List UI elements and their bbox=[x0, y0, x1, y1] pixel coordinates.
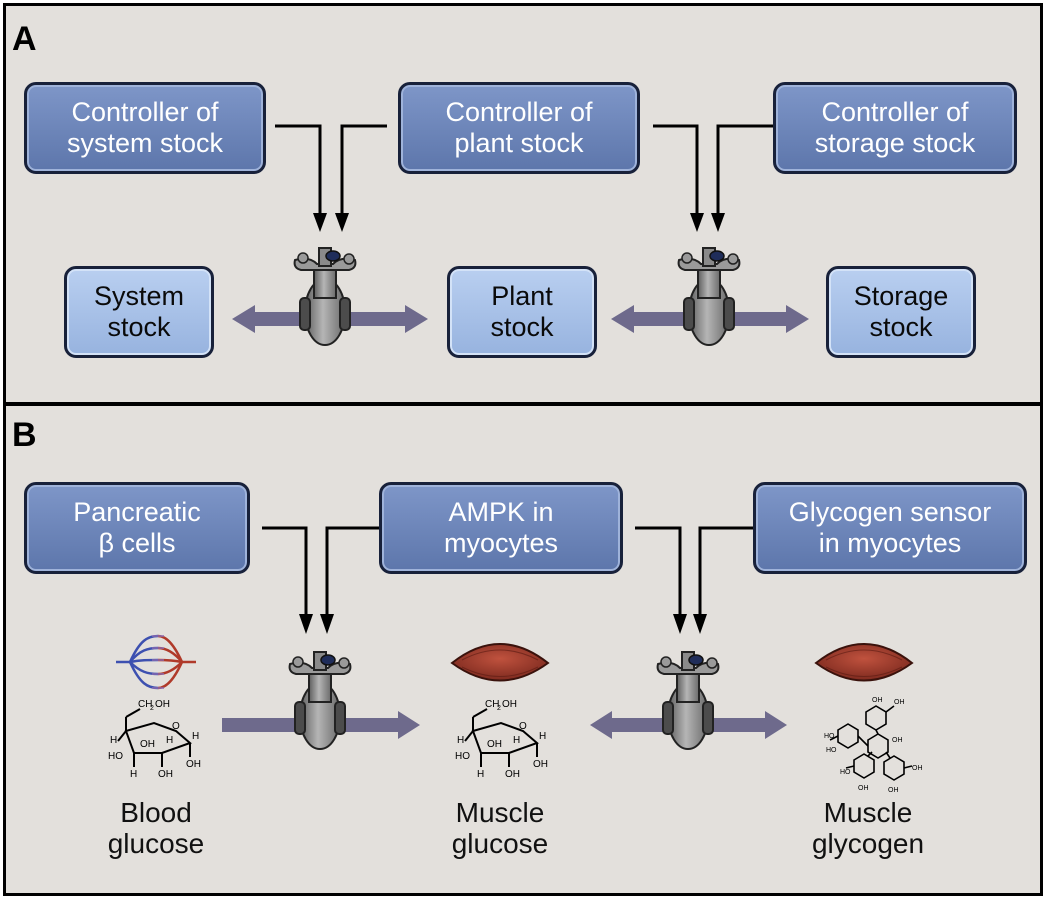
svg-text:HO: HO bbox=[455, 751, 470, 762]
glucose-molecule-icon-1: O CH 2 OH H HO H OH OH OH H H bbox=[108, 699, 201, 780]
controller-pancreatic-beta-cells: Pancreatic β cells bbox=[24, 482, 250, 574]
svg-text:HO: HO bbox=[826, 747, 837, 754]
svg-text:H: H bbox=[477, 769, 484, 780]
svg-text:HO: HO bbox=[840, 769, 851, 776]
svg-text:H: H bbox=[110, 735, 117, 746]
svg-text:2: 2 bbox=[497, 705, 501, 712]
controller-glycogen-sensor: Glycogen sensor in myocytes bbox=[753, 482, 1027, 574]
svg-text:H: H bbox=[192, 731, 199, 742]
system-stock: System stock bbox=[64, 266, 214, 358]
controller-plant-stock: Controller of plant stock bbox=[398, 82, 640, 174]
svg-text:H: H bbox=[166, 735, 173, 746]
svg-text:HO: HO bbox=[108, 751, 123, 762]
panel-b-arrowheads bbox=[299, 614, 707, 634]
valve-icon-a2 bbox=[677, 247, 741, 346]
storage-stock: Storage stock bbox=[826, 266, 976, 358]
svg-text:H: H bbox=[130, 769, 137, 780]
muscle-icon-2 bbox=[814, 643, 914, 682]
svg-text:2: 2 bbox=[150, 705, 154, 712]
valve-icon-b1 bbox=[288, 651, 352, 750]
controller-storage-stock: Controller of storage stock bbox=[773, 82, 1017, 174]
label-blood-glucose: Blood glucose bbox=[107, 797, 205, 859]
panel-b-connectors bbox=[262, 526, 755, 620]
svg-text:OH: OH bbox=[487, 739, 502, 750]
svg-text:OH: OH bbox=[155, 699, 170, 710]
svg-text:CH: CH bbox=[138, 699, 152, 710]
svg-text:HO: HO bbox=[824, 733, 835, 740]
svg-text:OH: OH bbox=[158, 769, 173, 780]
glucose-molecule-icon-2: O CH 2 OH H HO H OH OH OH H H bbox=[455, 699, 548, 780]
label-muscle-glycogen: Muscle glycogen bbox=[811, 797, 925, 859]
svg-text:OH: OH bbox=[894, 699, 905, 706]
glycogen-labels: OH OH HO HO OH HO OH OH OH bbox=[824, 697, 923, 794]
svg-text:OH: OH bbox=[186, 759, 201, 770]
svg-text:O: O bbox=[172, 721, 180, 732]
svg-text:OH: OH bbox=[888, 787, 899, 794]
svg-text:OH: OH bbox=[505, 769, 520, 780]
svg-text:OH: OH bbox=[533, 759, 548, 770]
svg-text:OH: OH bbox=[502, 699, 517, 710]
valve-icon-a1 bbox=[293, 247, 357, 346]
svg-text:OH: OH bbox=[872, 697, 883, 704]
svg-text:O: O bbox=[519, 721, 527, 732]
plant-stock: Plant stock bbox=[447, 266, 597, 358]
svg-text:H: H bbox=[539, 731, 546, 742]
panel-b-letter: B bbox=[12, 416, 37, 454]
svg-text:CH: CH bbox=[485, 699, 499, 710]
panel-a-letter: A bbox=[12, 20, 37, 58]
panel-a-arrowheads bbox=[313, 213, 725, 232]
svg-text:OH: OH bbox=[140, 739, 155, 750]
svg-text:OH: OH bbox=[912, 765, 923, 772]
glycogen-molecule-icon bbox=[829, 705, 913, 781]
capillary-network-icon bbox=[116, 634, 196, 690]
panel-a-connectors bbox=[275, 124, 774, 220]
svg-text:H: H bbox=[513, 735, 520, 746]
svg-text:OH: OH bbox=[892, 737, 903, 744]
svg-text:OH: OH bbox=[858, 785, 869, 792]
svg-text:H: H bbox=[457, 735, 464, 746]
controller-ampk: AMPK in myocytes bbox=[379, 482, 623, 574]
muscle-icon-1 bbox=[450, 643, 550, 682]
label-muscle-glucose: Muscle glucose bbox=[451, 797, 549, 859]
controller-system-stock: Controller of system stock bbox=[24, 82, 266, 174]
valve-icon-b2 bbox=[656, 651, 720, 750]
